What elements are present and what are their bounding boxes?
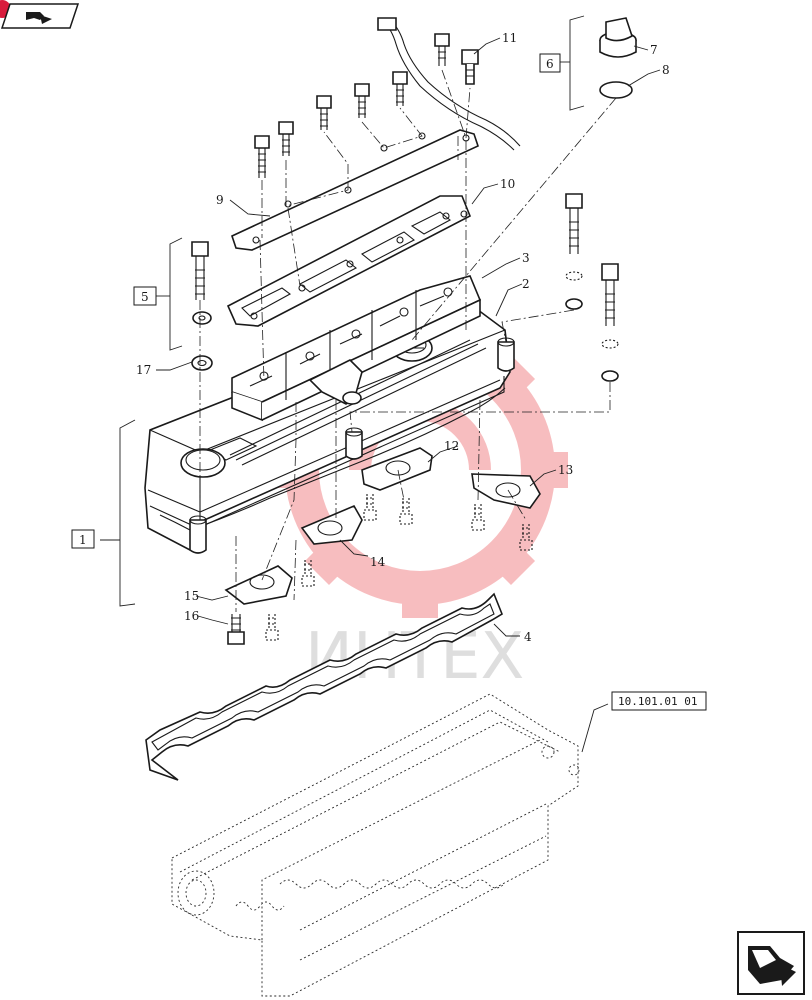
callout-3: 3 — [522, 251, 530, 265]
svg-text:1: 1 — [79, 533, 87, 547]
washer-17[interactable] — [191, 355, 213, 371]
callout-8: 8 — [662, 63, 670, 77]
svg-text:6: 6 — [546, 57, 554, 71]
bolt-5[interactable] — [191, 241, 212, 325]
o-ring-8[interactable] — [599, 81, 633, 99]
callout-7: 7 — [650, 43, 658, 57]
next-page-arrow-icon[interactable] — [737, 931, 805, 995]
bolt-set-11[interactable] — [254, 33, 479, 178]
callout-13: 13 — [558, 463, 573, 477]
svg-text:10.101.01 01: 10.101.01 01 — [618, 695, 697, 708]
engine-block-outline — [171, 693, 580, 997]
gasket-12[interactable] — [361, 447, 433, 491]
stud-bolt-set-16[interactable] — [227, 494, 533, 645]
gasket-14[interactable] — [300, 504, 363, 545]
gasket-15[interactable] — [224, 565, 293, 605]
callout-15: 15 — [184, 589, 199, 603]
gasket-10[interactable] — [226, 195, 472, 327]
callout-14: 14 — [370, 555, 386, 569]
callout-11: 11 — [502, 31, 517, 45]
callout-4: 4 — [524, 630, 532, 644]
callout-12: 12 — [444, 439, 459, 453]
reference-label[interactable]: 10.101.01 01 — [611, 691, 707, 711]
svg-text:5: 5 — [141, 290, 149, 304]
gasket-13[interactable] — [471, 473, 541, 509]
callout-16: 16 — [184, 609, 199, 623]
callout-9: 9 — [216, 193, 224, 207]
group-brackets — [100, 15, 585, 607]
bolt-washer-set-right[interactable] — [565, 193, 619, 382]
callout-17: 17 — [136, 363, 151, 377]
assembly-axes — [199, 69, 617, 612]
callout-10: 10 — [500, 177, 515, 191]
gasket-4[interactable] — [145, 592, 503, 781]
callout-1: 1 — [71, 529, 95, 549]
callout-leaders — [156, 37, 661, 753]
breather-housing-3[interactable] — [231, 275, 482, 422]
oil-filler-cap-7[interactable] — [599, 17, 637, 58]
top-nav-arrow-icon[interactable] — [0, 3, 80, 29]
callout-5: 5 — [133, 286, 157, 306]
callout-2: 2 — [522, 277, 530, 291]
wire-harness — [377, 17, 521, 151]
callout-6: 6 — [539, 53, 561, 73]
